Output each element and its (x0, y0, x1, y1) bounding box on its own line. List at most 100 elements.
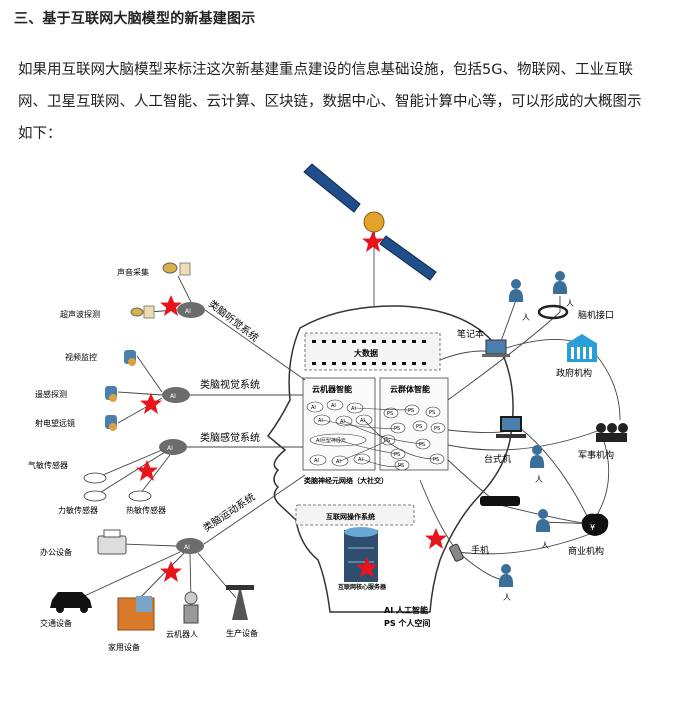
ai-node-text: AI (360, 418, 365, 424)
star-icon (136, 460, 158, 481)
svg-text:¥: ¥ (590, 523, 595, 532)
ai-node-text: AI (336, 459, 341, 465)
ultrasonic-icon (130, 305, 155, 319)
ai-node-text: AI (340, 419, 345, 425)
telescope-icon (105, 415, 117, 431)
paragraph-line-1: 如果用互联网大脑模型来标注这次新基建重点建设的信息基础设施，包括5G、物联网、工… (18, 62, 633, 78)
force-sensor-icon (83, 490, 107, 502)
system-label-sensory: 类脑感觉系统 (200, 431, 260, 444)
label-traffic: 交通设备 (40, 618, 72, 628)
ps-node-text: PS (434, 426, 440, 432)
ai-hub-visual-text: AI (170, 393, 176, 400)
system-label-visual: 类脑视觉系统 (200, 378, 260, 391)
ps-node-text: PS (419, 442, 425, 448)
ps-node-text: PS (433, 457, 439, 463)
printer-icon (97, 529, 127, 555)
label-production: 生产设备 (226, 628, 258, 638)
label-home: 家用设备 (108, 642, 140, 652)
label-phone: 手机 (471, 544, 489, 556)
label-bci: 脑机接口 (578, 309, 614, 321)
label-commerce: 商业机构 (568, 545, 604, 557)
system-label-auditory: 类脑听觉系统 (206, 297, 261, 344)
star-icon (160, 561, 182, 582)
ai-hub-motor-text: AI (184, 544, 190, 551)
label-video: 视频监控 (65, 352, 97, 362)
label-person-bottom: 人 (503, 593, 511, 602)
label-person-mid: 人 (535, 475, 543, 484)
car-icon (50, 592, 92, 613)
label-person-right: 人 (541, 541, 549, 550)
phone-icon (449, 543, 464, 562)
big-data-label: 大数据 (354, 348, 378, 358)
star-icon (362, 231, 384, 252)
laptop-icon (482, 339, 510, 357)
vr-glasses-icon (480, 496, 520, 506)
label-laptop: 笔记本 (457, 328, 484, 340)
ai-hub-motor: AI (176, 538, 204, 554)
ps-node-text: PS (394, 452, 400, 458)
label-robot: 云机器人 (166, 629, 198, 639)
government-building-icon (566, 334, 598, 362)
legend-ai: AI 人工智能 (384, 605, 428, 615)
system-links (79, 275, 306, 603)
ps-node-text: PS (408, 408, 414, 414)
label-military: 军事机构 (578, 449, 614, 461)
label-gas-sensor: 气敏传感器 (28, 460, 68, 470)
label-sound-capture: 声音采集 (117, 267, 149, 277)
label-person-top2: 人 (566, 299, 574, 308)
star-icon (140, 393, 162, 414)
desktop-computer-icon (496, 416, 526, 438)
ai-hub-sensory-text: AI (167, 445, 173, 452)
ps-node-text: PS (416, 424, 422, 430)
ps-node-text: PS (429, 410, 435, 416)
remote-sensing-icon (105, 386, 117, 402)
big-data-dots (312, 340, 426, 365)
person-icon (535, 509, 551, 532)
label-heat-sensor: 热敏传感器 (126, 505, 166, 515)
ai-node-text: AI (311, 405, 316, 411)
os-panel (295, 504, 415, 526)
paragraph-line-3: 如下： (18, 126, 62, 142)
paragraph-line-2: 网、卫星互联网、人工智能、云计算、区块链，数据中心、智能计算中心等，可以形成的大… (18, 94, 642, 110)
ai-hub-auditory-text: AI (185, 308, 191, 315)
camera-icon (124, 350, 136, 366)
neural-network-label: 类脑神经元网络（大社交） (304, 476, 388, 485)
internet-brain-figure: 大数据 云机器智能 云群体智能 AI AI AI AI AI AI AI AI … (0, 160, 693, 719)
system-label-motor: 类脑运动系统 (200, 490, 257, 534)
production-equipment-icon (226, 585, 254, 620)
cloud-swarm-label: 云群体智能 (390, 384, 430, 394)
ai-node-text: AI (358, 457, 363, 463)
bci-headset-icon (537, 304, 569, 320)
gas-sensor-icon (83, 472, 107, 484)
satellite-icon (303, 163, 437, 281)
ai-node-text: AI (318, 418, 323, 424)
label-force-sensor: 力敏传感器 (58, 505, 98, 515)
label-person-top1: 人 (522, 313, 530, 322)
heat-sensor-icon (128, 490, 152, 502)
microphone-icon (162, 262, 191, 276)
core-server-label: 互联网核心服务器 (338, 583, 387, 591)
label-desktop: 台式机 (484, 453, 511, 465)
os-label: 互联网操作系统 (326, 512, 375, 521)
ai-node-text: AI (351, 406, 356, 412)
ps-node-text: PS (394, 426, 400, 432)
brain-diagram-svg: 大数据 云机器智能 云群体智能 AI AI AI AI AI AI AI AI … (28, 163, 628, 652)
ai-hub-sensory: AI (159, 439, 187, 455)
ai-node-text: AI (331, 403, 336, 409)
person-icon (498, 564, 514, 587)
legend-ps: PS 个人空间 (384, 618, 430, 628)
label-office: 办公设备 (40, 547, 72, 557)
ps-node-text: PS (387, 411, 393, 417)
label-remote-sensing: 遥感探测 (35, 389, 67, 399)
label-government: 政府机构 (556, 367, 592, 379)
neural-links (321, 407, 438, 467)
ai-hub-auditory: AI (177, 302, 205, 318)
label-ultrasonic: 超声波探测 (60, 309, 100, 319)
ai-giant-neuron-label: AI巨型神经元 (316, 437, 346, 444)
person-icon (508, 279, 524, 302)
ai-hub-visual: AI (162, 387, 190, 403)
robot-icon (183, 591, 199, 624)
money-bag-icon: ¥ (581, 513, 609, 536)
military-icon (596, 423, 628, 442)
body-paragraph: 如果用互联网大脑模型来标注这次新基建重点建设的信息基础设施，包括5G、物联网、工… (18, 54, 682, 150)
